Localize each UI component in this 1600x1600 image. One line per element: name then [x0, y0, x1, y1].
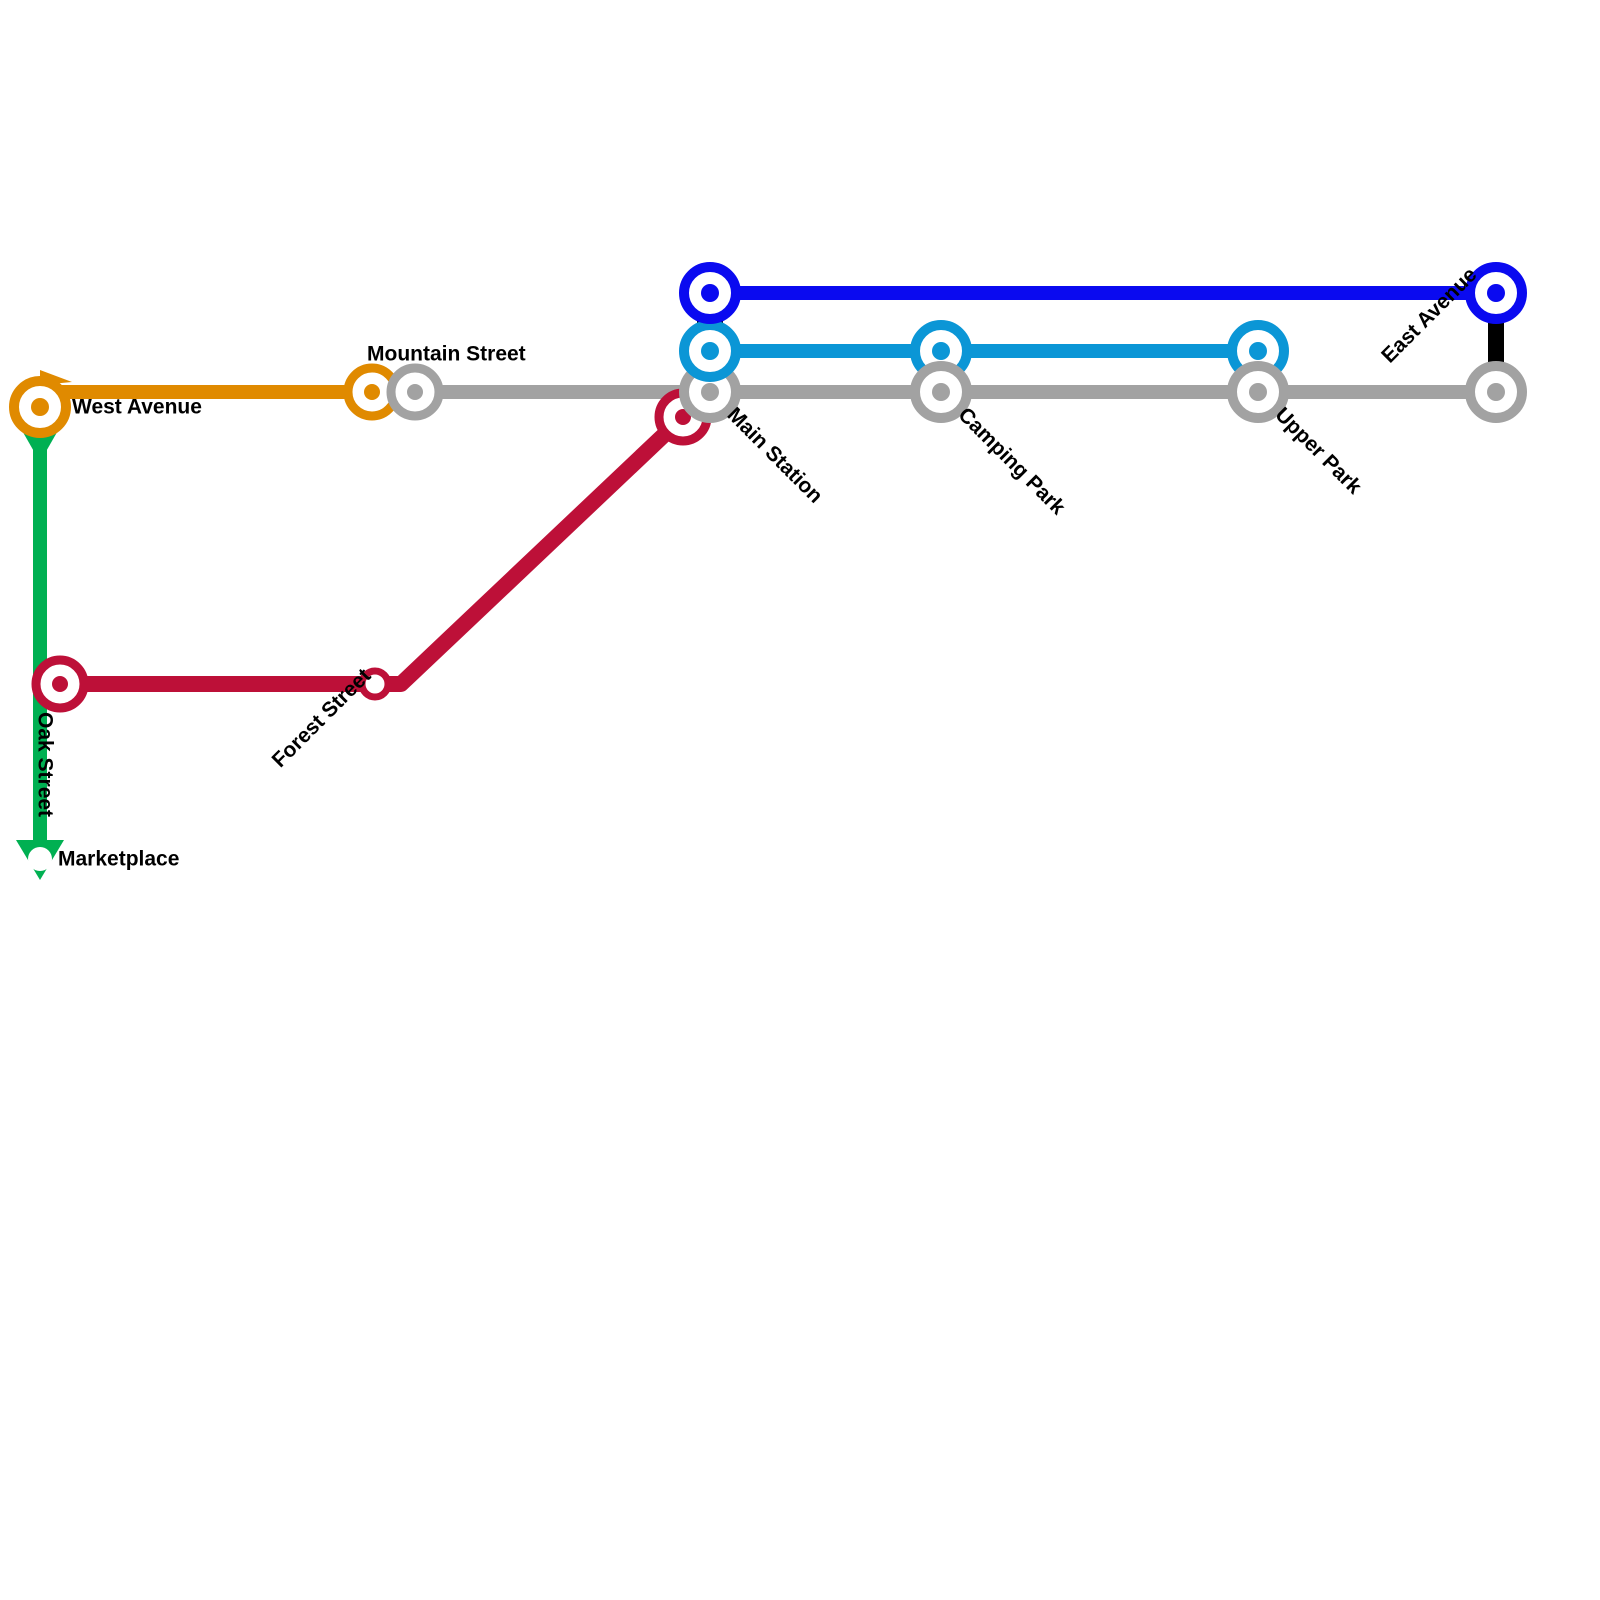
mountain-street-marker-inner	[407, 384, 423, 400]
forest-street-marker[interactable]	[358, 667, 392, 701]
station-main-station-blue[interactable]	[679, 262, 741, 324]
station-oak-street[interactable]	[31, 655, 89, 713]
marketplace-marker[interactable]	[28, 847, 52, 871]
crimson-segment-oak-to-main[interactable]	[52, 409, 691, 692]
station-upper-park[interactable]	[1227, 361, 1289, 423]
station-west-avenue[interactable]	[9, 376, 71, 438]
line-orange[interactable]	[40, 370, 372, 399]
label-camping-park: Camping Park	[954, 403, 1070, 519]
station-mountain-street[interactable]	[386, 363, 444, 421]
label-oak-street: Oak Street	[33, 712, 56, 817]
upper-park-cyan-marker-inner	[1249, 342, 1267, 360]
main-station-blue-marker-inner	[701, 284, 719, 302]
oak-street-marker-inner	[52, 676, 68, 692]
main-station-marker-inner	[701, 383, 719, 401]
station-main-station-cyan[interactable]	[679, 320, 741, 382]
station-east-avenue[interactable]	[1465, 262, 1527, 324]
main-station-crimson-marker-inner	[675, 409, 691, 425]
label-main-station: Main Station	[723, 403, 828, 508]
label-mountain-street: Mountain Street	[367, 343, 526, 366]
camping-park-cyan-marker-inner	[932, 342, 950, 360]
east-avenue-grey-marker-inner	[1487, 383, 1505, 401]
label-marketplace: Marketplace	[58, 848, 179, 871]
east-avenue-marker-inner	[1487, 284, 1505, 302]
label-west-avenue: West Avenue	[72, 396, 202, 419]
west-avenue-marker-inner	[31, 398, 49, 416]
camping-park-marker-inner	[932, 383, 950, 401]
label-upper-park: Upper Park	[1271, 403, 1367, 499]
station-east-avenue-grey[interactable]	[1465, 361, 1527, 423]
station-forest-street[interactable]	[358, 667, 392, 701]
label-east-avenue: East Avenue	[1377, 263, 1481, 367]
upper-park-marker-inner	[1249, 383, 1267, 401]
station-marketplace[interactable]	[28, 847, 52, 871]
mountain-street-orange-marker-inner	[364, 384, 380, 400]
interchange-connectors	[697, 293, 1504, 392]
main-station-cyan-marker-inner	[701, 342, 719, 360]
line-crimson[interactable]	[52, 409, 691, 692]
station-camping-park[interactable]	[910, 361, 972, 423]
station-layer	[9, 262, 1527, 871]
